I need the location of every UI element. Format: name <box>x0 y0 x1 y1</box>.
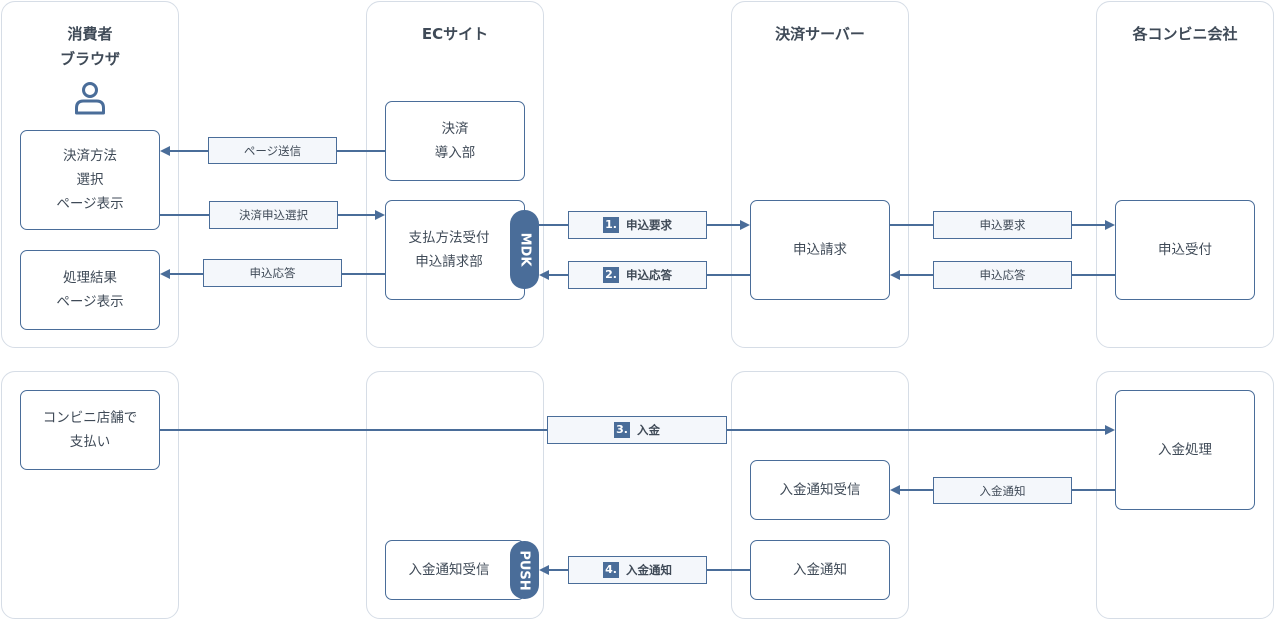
store-payment-box: コンビニ店舗で 支払い <box>20 390 160 470</box>
payment-accept-text: 支払方法受付 申込請求部 <box>408 230 490 270</box>
deposit-notice-server-box: 入金通知 <box>750 540 890 600</box>
arrow-step3-label: 3. 入金 <box>547 416 727 444</box>
step1-text: 申込要求 <box>626 218 672 232</box>
deposit-notice-recv-server-text: 入金通知受信 <box>779 482 861 498</box>
step2-number: 2. <box>603 267 619 283</box>
arrow-cvs-apply-response-label: 申込応答 <box>933 261 1072 289</box>
arrow-step1-head <box>740 220 750 230</box>
arrow-cvs-apply-request-head <box>1105 220 1115 230</box>
apply-receive-box: 申込受付 <box>1115 200 1255 300</box>
lane-title-server: 決済サーバー <box>775 25 865 43</box>
mdk-connector: MDK <box>510 210 539 289</box>
store-payment-text: コンビニ店舗で 支払い <box>42 410 138 450</box>
push-connector: PUSH <box>510 541 539 599</box>
push-label: PUSH <box>517 549 533 591</box>
apply-receive-text: 申込受付 <box>1158 242 1212 258</box>
payment-intro-box: 決済 導入部 <box>385 101 525 181</box>
arrow-apply-response-consumer-label: 申込応答 <box>203 259 342 287</box>
lane-title-cvs: 各コンビニ会社 <box>1132 25 1238 43</box>
step3-text: 入金 <box>637 423 660 437</box>
payment-select-page-text: 決済方法 選択 ページ表示 <box>56 148 124 212</box>
deposit-notice-recv-ec-box: 入金通知受信 <box>385 540 525 600</box>
deposit-process-box: 入金処理 <box>1115 390 1255 510</box>
arrow-step2-label: 2. 申込応答 <box>568 261 707 289</box>
step1-number: 1. <box>603 217 619 233</box>
arrow-cvs-apply-response-head <box>890 270 900 280</box>
deposit-notice-server-text: 入金通知 <box>793 562 847 578</box>
arrow-apply-select-label: 決済申込選択 <box>209 201 338 229</box>
lane-title-consumer: 消費者 ブラウザ <box>59 25 120 68</box>
lane-title-ec: ECサイト <box>421 25 489 43</box>
user-icon <box>75 82 105 115</box>
step3-number: 3. <box>614 422 630 438</box>
result-page-text: 処理結果 ページ表示 <box>56 270 124 310</box>
payment-intro-text: 決済 導入部 <box>434 121 476 161</box>
apply-request-text: 申込請求 <box>793 242 847 258</box>
arrow-page-send-label: ページ送信 <box>208 137 337 164</box>
arrow-apply-select-head <box>375 210 385 220</box>
arrow-apply-response-consumer-head <box>160 269 170 279</box>
step4-text: 入金通知 <box>626 563 672 577</box>
arrow-step4-head <box>539 565 549 575</box>
apply-request-box: 申込請求 <box>750 200 890 300</box>
arrow-step2-head <box>539 270 549 280</box>
result-page-box: 処理結果 ページ表示 <box>20 250 160 330</box>
deposit-notice-recv-ec-text: 入金通知受信 <box>408 562 490 578</box>
arrow-cvs-apply-request-label: 申込要求 <box>933 211 1072 239</box>
deposit-notice-recv-server-box: 入金通知受信 <box>750 460 890 520</box>
arrow-page-send-head <box>160 146 170 156</box>
arrow-cvs-deposit-notice-label: 入金通知 <box>933 477 1072 504</box>
step2-text: 申込応答 <box>626 268 672 282</box>
payment-accept-box: 支払方法受付 申込請求部 <box>385 200 525 300</box>
arrow-cvs-deposit-notice-head <box>890 485 900 495</box>
payment-select-page-box: 決済方法 選択 ページ表示 <box>20 130 160 230</box>
arrow-step3-head <box>1105 425 1115 435</box>
arrow-step1-label: 1. 申込要求 <box>568 211 707 239</box>
step4-number: 4. <box>603 562 619 578</box>
deposit-process-text: 入金処理 <box>1158 442 1212 458</box>
arrow-step4-label: 4. 入金通知 <box>568 556 707 584</box>
mdk-label: MDK <box>517 232 532 267</box>
